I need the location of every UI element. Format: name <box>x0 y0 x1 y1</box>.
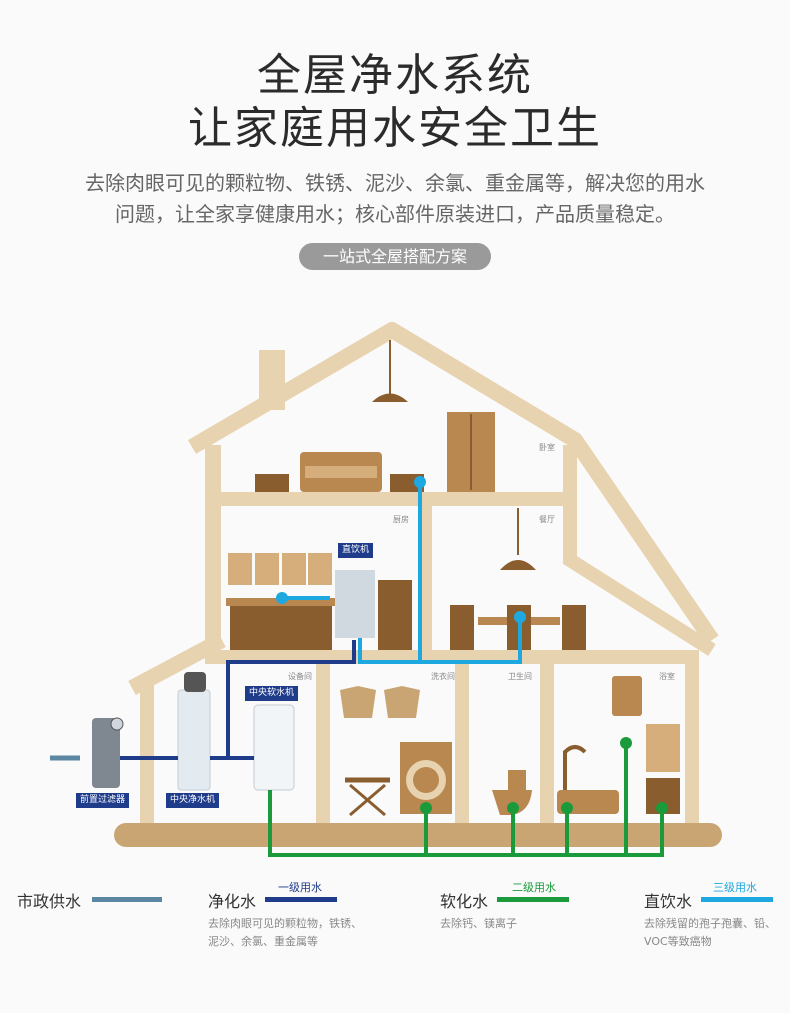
label-direct-drink: 直饮机 <box>338 543 374 558</box>
ceiling-lamp-bedroom <box>372 393 408 402</box>
legend-purified-desc-1: 去除肉眼可见的颗粒物，铁锈、 <box>208 917 362 930</box>
water-heater <box>612 676 642 716</box>
label-purifier: 中央净水机 <box>166 793 220 808</box>
fridge <box>378 580 412 650</box>
label-prefilter: 前置过滤器 <box>76 793 130 808</box>
description-line-2: 问题，让全家享健康用水；核心部件原装进口，产品质量稳定。 <box>115 202 675 226</box>
central-softener-device <box>253 704 295 791</box>
legend-softened-level: 二级用水 <box>512 881 556 894</box>
central-purifier-device <box>177 689 211 791</box>
legend-drinking-name: 直饮水 <box>644 892 693 911</box>
room-laundry: 洗衣间 <box>431 672 455 681</box>
legend-purified-name: 净化水 <box>208 892 257 911</box>
legend-softened-line <box>497 897 569 902</box>
legend-drinking-line <box>701 897 773 902</box>
legend-drinking-desc-2: VOC等致癌物 <box>644 935 712 948</box>
room-toilet: 卫生间 <box>508 672 532 681</box>
description-line-1: 去除肉眼可见的颗粒物、铁锈、泥沙、余氯、重金属等，解决您的用水 <box>85 171 705 195</box>
softened-pipe <box>268 790 664 857</box>
roof-outline <box>187 322 719 645</box>
legend-municipal-line <box>92 897 162 902</box>
legend-drinking-level: 三级用水 <box>713 881 757 894</box>
room-kitchen: 厨房 <box>393 515 409 524</box>
room-bedroom: 卧室 <box>539 443 555 452</box>
legend-municipal-name: 市政供水 <box>17 892 82 911</box>
legend-softened-name: 软化水 <box>440 892 489 911</box>
ceiling-lamp-dining <box>500 560 536 570</box>
floor-base <box>114 823 722 847</box>
legend-drinking-desc-1: 去除残留的孢子孢囊、铅、 <box>644 917 776 930</box>
title-line-1: 全屋净水系统 <box>257 50 533 101</box>
room-equipment: 设备间 <box>288 672 312 681</box>
direct-drink-unit <box>335 570 375 638</box>
legend-purified-line <box>265 897 337 902</box>
solution-pill: 一站式全屋搭配方案 <box>299 243 491 270</box>
label-softener: 中央软水机 <box>245 686 299 701</box>
room-bath: 浴室 <box>659 672 675 681</box>
legend-purified-level: 一级用水 <box>278 881 322 894</box>
legend-softened-desc: 去除钙、镁离子 <box>440 917 517 930</box>
prefilter-device <box>92 718 120 788</box>
title-line-2: 让家庭用水安全卫生 <box>188 103 602 154</box>
room-dining: 餐厅 <box>539 515 555 524</box>
kitchen-counter <box>230 602 332 650</box>
legend-purified-desc-2: 泥沙、余氯、重金属等 <box>208 935 318 948</box>
